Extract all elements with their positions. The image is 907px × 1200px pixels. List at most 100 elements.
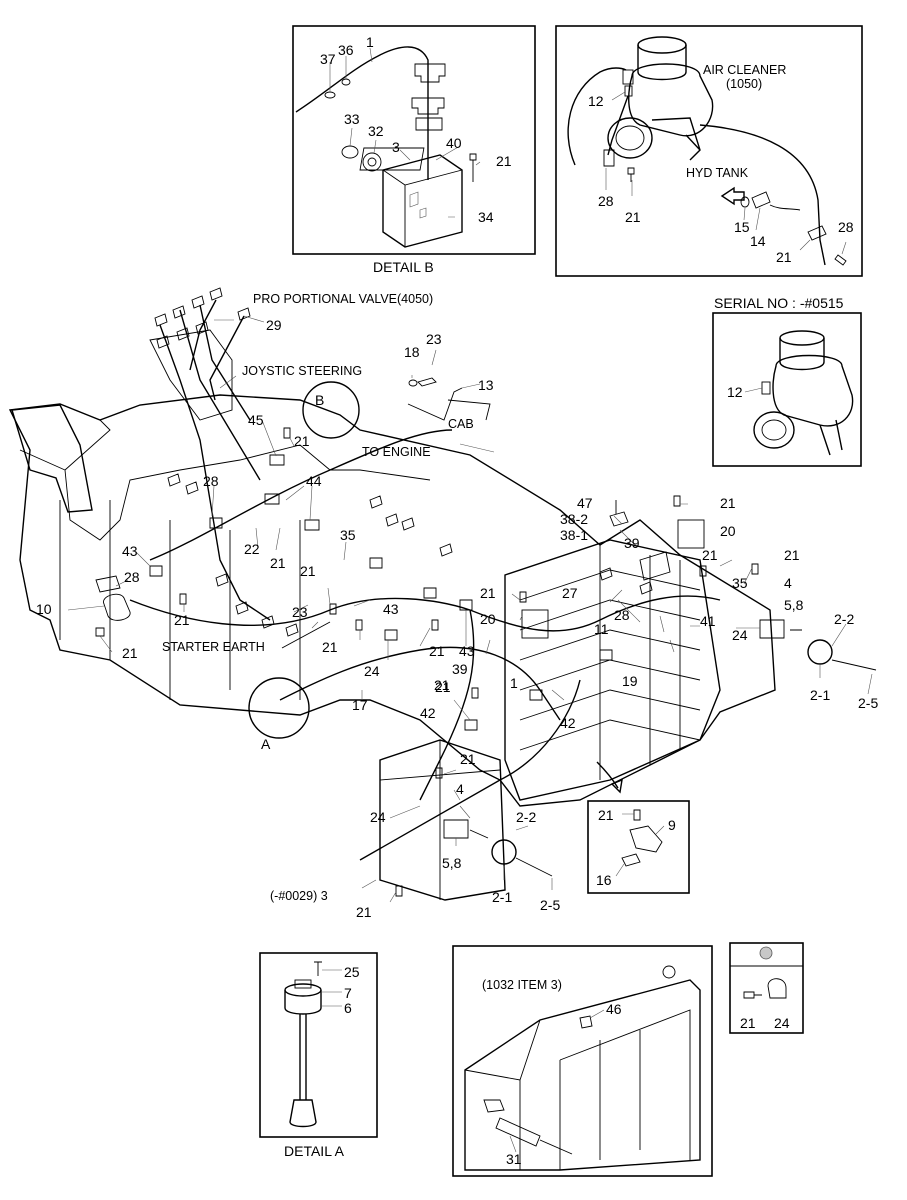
upper-block: [149, 329, 233, 421]
label-1: 1: [366, 34, 374, 50]
label-21: 21: [496, 153, 512, 169]
label-33: 33: [344, 111, 360, 127]
serial-panel: SERIAL NO : -#0515 12: [712, 295, 862, 467]
switch-14-wire: [769, 204, 801, 211]
serial-frame: [712, 312, 862, 467]
callout-a-circle: [248, 677, 310, 739]
air-cleaner-code: (1050): [726, 77, 762, 91]
serial-cleaner-pipe: [819, 419, 843, 456]
bolt-21-ac-icon: [627, 167, 635, 182]
label-42b: 42: [560, 715, 576, 731]
label-40: 40: [446, 135, 462, 151]
callout-b-label: B: [315, 392, 324, 408]
bracket-inset-frame: [587, 800, 690, 894]
air-cleaner-leaders: [605, 91, 847, 255]
hyd-tank-label: HYD TANK: [686, 166, 749, 180]
label-41: 41: [700, 613, 716, 629]
bracket-28-left-icon: [95, 575, 121, 593]
serial-cleaner-cap-body: [779, 338, 825, 371]
relay-20b-icon: [521, 609, 549, 639]
harness-pv-2: [179, 309, 261, 481]
label-2-1a: 2-1: [810, 687, 830, 703]
callout-a-label: A: [261, 736, 271, 752]
label-21i: 21: [720, 495, 736, 511]
inset-label-16: 16: [596, 872, 612, 888]
harness-lower: [279, 646, 561, 721]
label-43b: 43: [383, 601, 399, 617]
detail-a-leaders: [322, 969, 342, 1007]
sensor-12-stem: [624, 85, 633, 97]
label-5-8b: 5,8: [442, 855, 462, 871]
screw-25-icon: [314, 961, 322, 976]
label-21d: 21: [174, 612, 190, 628]
wire-2-5-right: [831, 659, 877, 671]
switch-32-inner-icon: [367, 157, 377, 167]
main-assembly: PRO PORTIONAL VALVE(4050) JOYSTIC STEERI…: [8, 287, 878, 920]
label-35b: 35: [732, 575, 748, 591]
label-14: 14: [750, 233, 766, 249]
label-45: 45: [248, 412, 264, 428]
to-engine-label: TO ENGINE: [362, 445, 431, 459]
label-34: 34: [478, 209, 494, 225]
sender-31-icon: [483, 1099, 573, 1155]
label-28b: 28: [838, 219, 854, 235]
harness-clamps: [149, 454, 613, 731]
label-1: 1: [510, 675, 518, 691]
sender-float: [289, 1099, 317, 1128]
label-39a: 39: [624, 535, 640, 551]
item-3-note: (-#0029) 3: [270, 889, 328, 903]
label-23b: 23: [292, 604, 308, 620]
chassis-verticals: [59, 500, 301, 700]
bracket-28-icon: [603, 149, 615, 167]
hyd-tank-arrow-icon: [720, 186, 745, 206]
label-2-2a: 2-2: [834, 611, 854, 627]
sender-6-block: [294, 979, 312, 989]
bolt-21-ac2-icon: [834, 254, 847, 266]
inset-pointer-head: [610, 778, 623, 794]
radiator-leaders: [509, 1009, 605, 1153]
air-cleaner-body: [628, 63, 714, 137]
main-leaders: [67, 315, 873, 903]
label-21c: 21: [122, 645, 138, 661]
harness-drop: [419, 609, 475, 801]
rad-label-31: 31: [506, 1151, 522, 1167]
bracket-inset: 21 9 16: [587, 800, 690, 894]
callout-b-circle: [302, 381, 360, 439]
detail-b-connector-2: [411, 97, 445, 115]
lamp-bracket-lower: [443, 819, 489, 839]
label-21g: 21: [429, 643, 445, 659]
air-cleaner-frame: [555, 25, 863, 277]
rad-label-46: 46: [606, 1001, 622, 1017]
label-2-1b: 2-1: [492, 889, 512, 905]
serial-leader: [744, 387, 763, 393]
harness-to-engine: [149, 429, 453, 561]
harness-13: [407, 387, 463, 421]
harness-main: [129, 595, 721, 632]
radiator-frame: [452, 945, 713, 1177]
grille-verticals: [599, 545, 681, 780]
label-43c: 43: [459, 643, 475, 659]
label-17: 17: [352, 697, 368, 713]
lamp-bracket-right: [759, 619, 802, 639]
label-44: 44: [306, 473, 322, 489]
label-22: 22: [244, 541, 260, 557]
air-cleaner-wire-1: [567, 67, 627, 166]
harness-pv-3: [199, 304, 251, 421]
box-34-edges: [382, 169, 463, 247]
label-21b: 21: [776, 249, 792, 265]
label-21n: 21: [460, 751, 476, 767]
label-32: 32: [368, 123, 384, 139]
sender-tube: [299, 1014, 307, 1100]
inset-clip-16-icon: [621, 853, 641, 867]
box-34-details: [409, 191, 427, 219]
detail-a-panel: 25 7 6 DETAIL A: [259, 952, 378, 1159]
small-frame: [729, 942, 804, 1034]
sensor-12-icon: [622, 69, 634, 85]
chassis-outline: [8, 394, 776, 807]
harness-pv-5: [209, 315, 245, 401]
label-21f: 21: [322, 639, 338, 655]
da-label-6: 6: [344, 1000, 352, 1016]
part-23-icon: [417, 377, 437, 387]
lower-body-edges: [379, 740, 501, 900]
radiator-panel: (1032 ITEM 3) 46 31: [452, 945, 713, 1177]
